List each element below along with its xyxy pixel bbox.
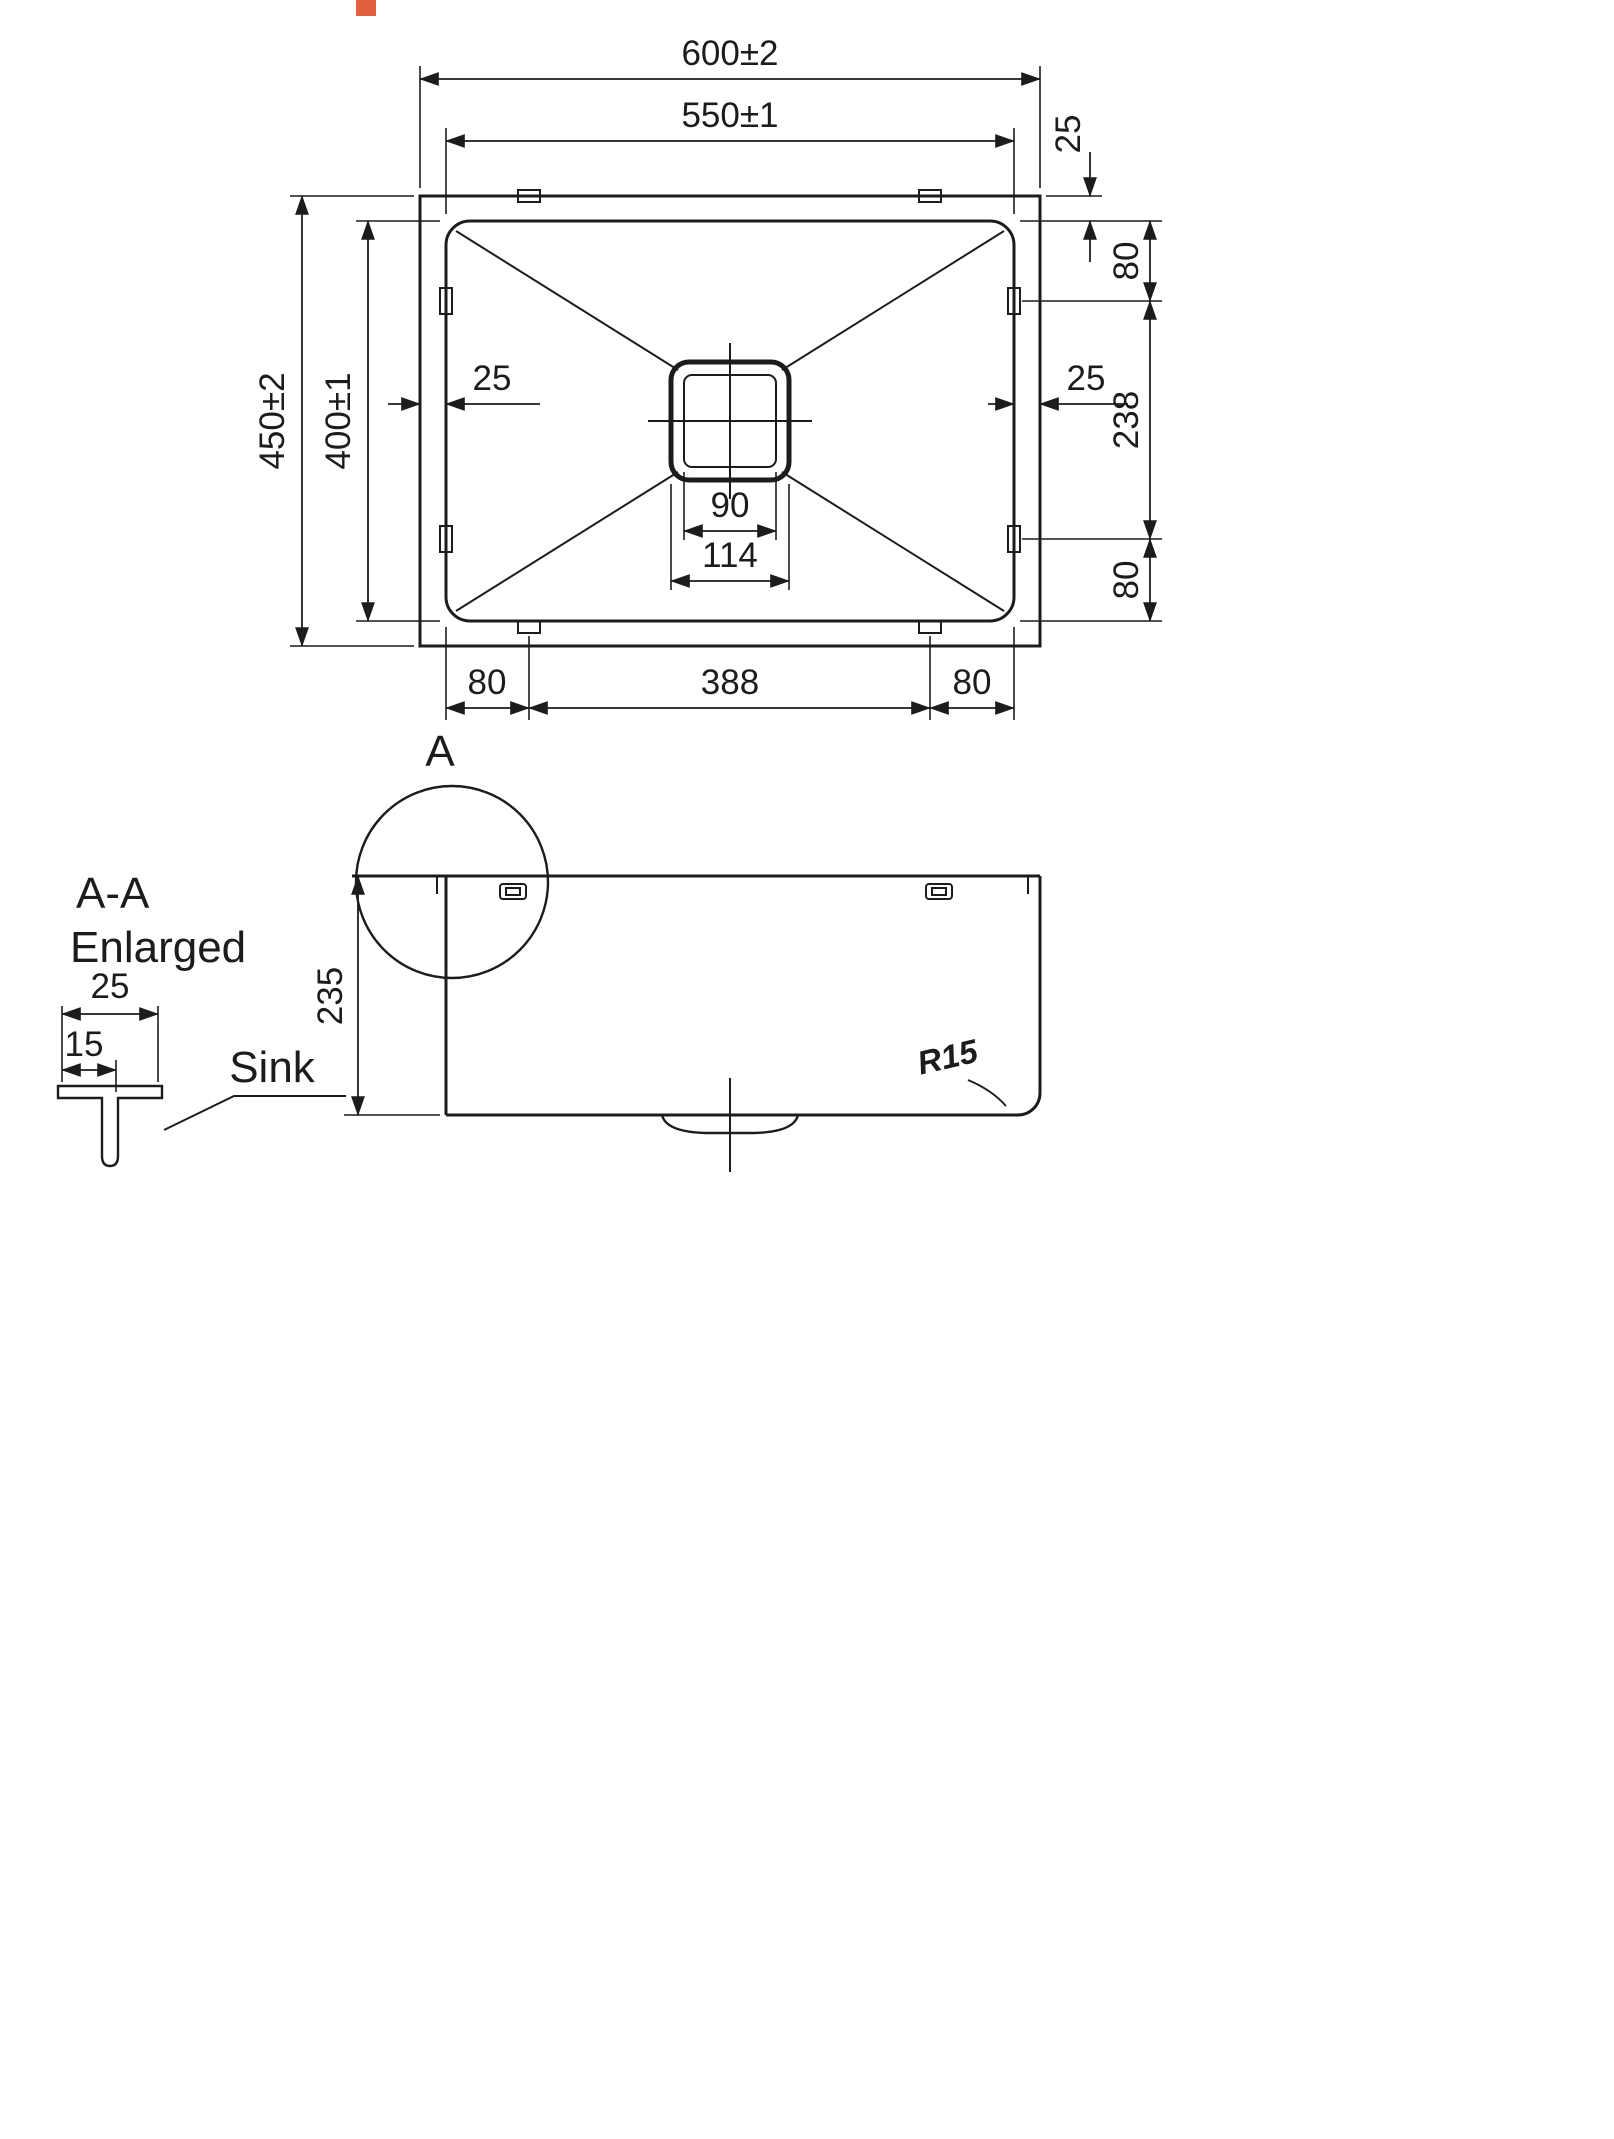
dim-label-bottom-center: 388 bbox=[701, 663, 759, 702]
bowl-diagonal bbox=[455, 471, 679, 612]
mounting-clip bbox=[439, 525, 453, 553]
top-view bbox=[418, 189, 1042, 648]
dim-label-width-outer: 600±2 bbox=[681, 34, 778, 73]
dim-label-rim-right: 25 bbox=[1067, 359, 1106, 398]
dim-label-height-outer: 450±2 bbox=[253, 372, 292, 469]
dim-label-width-inner: 550±1 bbox=[681, 96, 778, 135]
radius-leader-line bbox=[967, 1079, 1007, 1107]
dim-label-flange-width: 25 bbox=[91, 967, 130, 1006]
dim-label-rim-top: 25 bbox=[1049, 115, 1088, 154]
dim-label-height-inner: 400±1 bbox=[319, 372, 358, 469]
section-view: A 235 R15 bbox=[311, 727, 1042, 1172]
dim-label-drain-outer: 114 bbox=[702, 536, 758, 575]
dim-label-rim-left: 25 bbox=[473, 359, 512, 398]
sink-callout-label: Sink bbox=[229, 1043, 316, 1092]
sink-leader-line bbox=[163, 1095, 346, 1131]
mounting-clip bbox=[1007, 525, 1021, 553]
dim-label-clip-bottom: 80 bbox=[1107, 561, 1146, 600]
detail-mark-label: A bbox=[425, 727, 455, 776]
mounting-clip bbox=[925, 883, 953, 900]
dim-label-bottom-left: 80 bbox=[468, 663, 507, 702]
detail-circle-a bbox=[354, 784, 550, 980]
mounting-clip-slot bbox=[505, 887, 521, 896]
dim-label-drain-inner: 90 bbox=[711, 486, 750, 525]
detail-title: A-A bbox=[76, 869, 150, 918]
mounting-clip bbox=[918, 189, 942, 203]
mounting-clip-slot bbox=[931, 887, 947, 896]
bowl-diagonal bbox=[781, 230, 1005, 371]
top-view-dimensions: 600±2 550±1 450±2 400±1 25 80 238 80 bbox=[253, 34, 1162, 720]
bottom-and-right-wall bbox=[446, 876, 1042, 1117]
mounting-clip bbox=[918, 620, 942, 634]
dim-label-flange-inset: 15 bbox=[65, 1025, 104, 1064]
mounting-clip bbox=[517, 620, 541, 634]
detail-view: A-A Enlarged 25 15 Sink bbox=[56, 869, 346, 1168]
red-mark bbox=[356, 0, 376, 16]
mounting-clip bbox=[1007, 287, 1021, 315]
mounting-clip bbox=[499, 883, 527, 900]
bowl-diagonal bbox=[781, 471, 1005, 612]
dim-label-depth: 235 bbox=[311, 967, 350, 1025]
rim-profile bbox=[56, 1084, 164, 1168]
mounting-clip bbox=[517, 189, 541, 203]
bowl-diagonal bbox=[455, 230, 679, 371]
detail-subtitle: Enlarged bbox=[70, 923, 246, 972]
sink-bowl-edge bbox=[444, 219, 1016, 623]
dim-label-radius: R15 bbox=[914, 1032, 982, 1082]
dim-label-clip-top: 80 bbox=[1107, 242, 1146, 281]
dim-label-bottom-right: 80 bbox=[953, 663, 992, 702]
mounting-clip bbox=[439, 287, 453, 315]
dim-label-clip-span: 238 bbox=[1107, 391, 1146, 449]
sink-outer-edge bbox=[418, 194, 1042, 648]
